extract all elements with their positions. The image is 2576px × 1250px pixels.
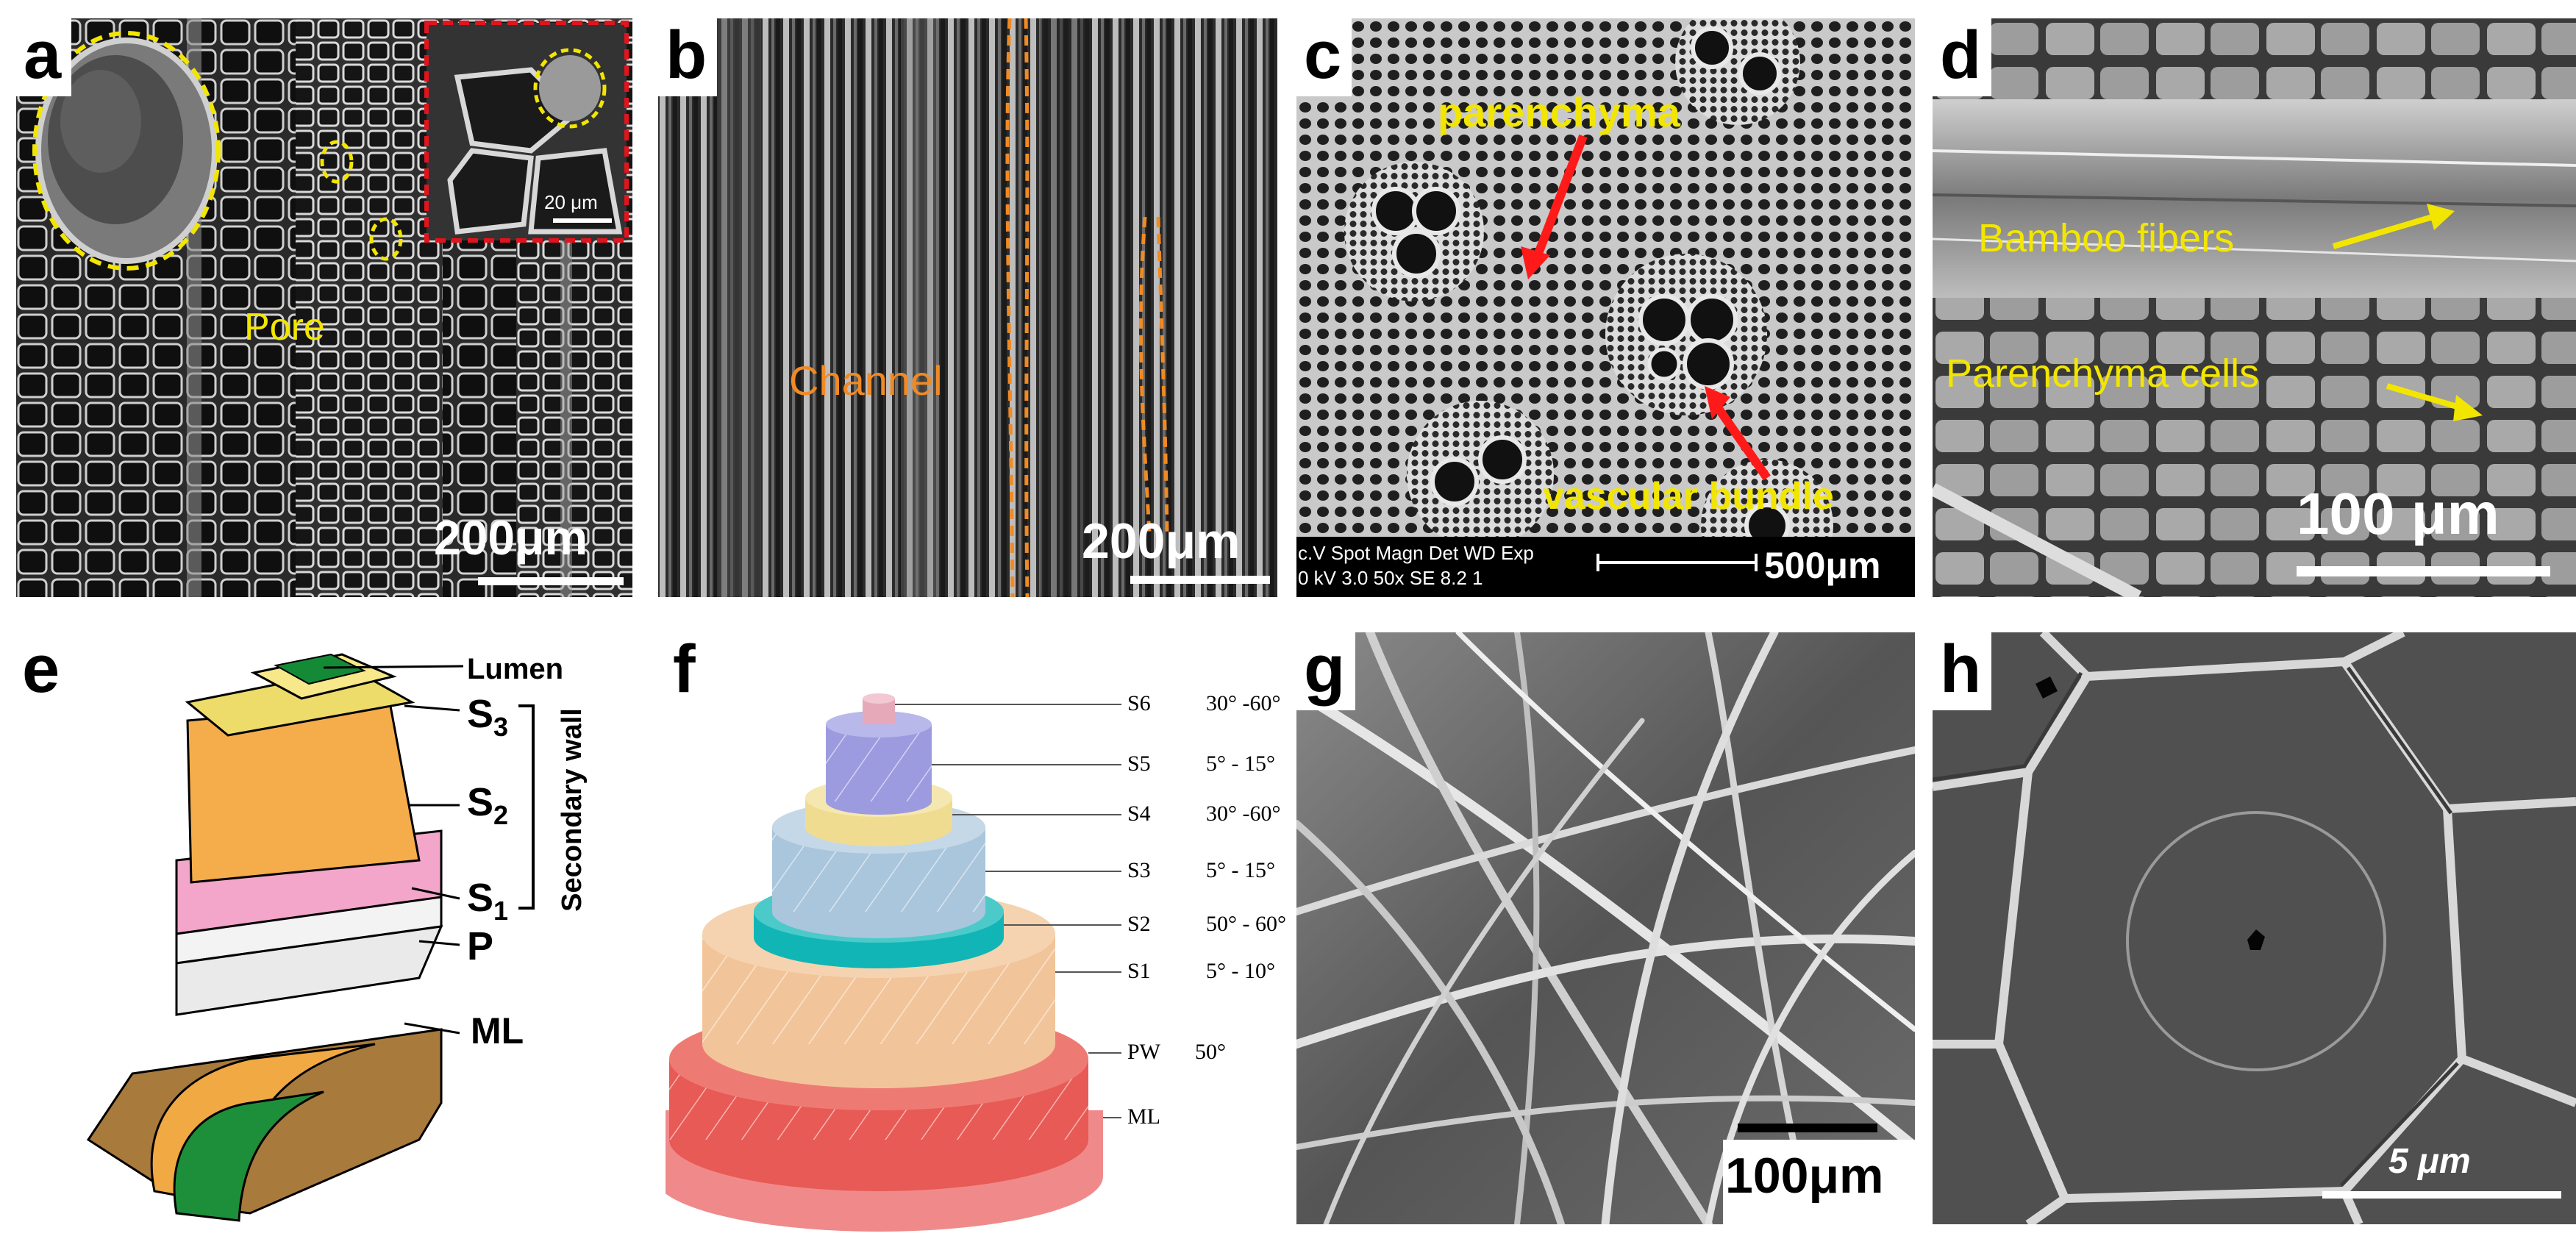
panel-g: g 100μm xyxy=(1296,632,1915,1224)
panel-c-sem-image xyxy=(1296,18,1915,597)
panel-c-label: c xyxy=(1296,18,1352,96)
panel-a-label: a xyxy=(16,18,72,96)
layer-s3-name: S3 xyxy=(1127,858,1151,882)
panel-d-sem-image xyxy=(1933,18,2576,597)
panel-h-label: h xyxy=(1933,632,1992,710)
panel-d-label: d xyxy=(1933,18,1992,96)
secondary-wall-label: Secondary wall xyxy=(556,708,588,912)
vascular-bundle-label: vascular bundle xyxy=(1543,475,1834,518)
layer-ml-name: ML xyxy=(1127,1104,1160,1129)
sem-meta-line-2: 0 kV 3.0 50x SE 8.2 1 xyxy=(1298,567,1483,589)
inset-scale-text: 20 μm xyxy=(544,191,598,213)
p-label: P xyxy=(467,924,494,968)
panel-h: h 5 μm xyxy=(1933,632,2576,1224)
panel-c: c parenchyma vascular bundle c.V Spot Ma… xyxy=(1296,18,1915,597)
parenchyma-label: parenchyma xyxy=(1438,89,1680,135)
layer-s4-name: S4 xyxy=(1127,801,1151,826)
fiber-wall-diagram xyxy=(86,653,535,1222)
s1-sub: 1 xyxy=(493,895,509,926)
layer-s5-angle: 5° - 15° xyxy=(1206,751,1275,776)
panel-a-sem-image xyxy=(16,18,632,597)
s2-label: S2 xyxy=(467,779,508,831)
panel-e-label: e xyxy=(15,632,71,710)
panel-d-scale-text: 100 μm xyxy=(2297,481,2500,546)
panel-c-scale-text: 500μm xyxy=(1764,545,1881,586)
layer-s6-name: S6 xyxy=(1127,691,1151,715)
panel-f-label: f xyxy=(666,632,706,710)
panel-b-sem-image xyxy=(658,18,1277,597)
s3-letter: S xyxy=(467,692,494,736)
pore-label: Pore xyxy=(244,306,325,349)
panel-a: a Pore 20 μm 200μm xyxy=(16,18,632,597)
s1-label: S1 xyxy=(467,875,508,926)
s2-letter: S xyxy=(467,780,494,824)
s2-sub: 2 xyxy=(493,799,509,830)
panel-b-scale-text: 200μm xyxy=(1082,513,1241,569)
layer-s6-angle: 30° -60° xyxy=(1206,691,1281,715)
panel-g-scale-text: 100μm xyxy=(1725,1148,1884,1204)
layer-s1-name: S1 xyxy=(1127,959,1151,983)
panel-h-scale-text: 5 μm xyxy=(2388,1142,2471,1181)
ml-label: ML xyxy=(471,1010,524,1051)
panel-g-sem-image xyxy=(1296,632,1915,1224)
layer-s2-name: S2 xyxy=(1127,912,1151,936)
layer-s2-angle: 50° - 60° xyxy=(1206,912,1286,936)
layer-pw-name: PW xyxy=(1127,1040,1160,1064)
cell-wall-layers-diagram xyxy=(666,693,1121,1232)
panel-b-label: b xyxy=(658,18,718,96)
layer-pw-angle: 50° xyxy=(1195,1040,1226,1064)
channel-label: Channel xyxy=(789,357,943,404)
panel-f: f S6 30° -60° S5 5° - 15° S4 30° -60° S3… xyxy=(666,632,1313,1235)
panel-h-sem-image xyxy=(1933,632,2576,1224)
s3-sub: 3 xyxy=(493,711,509,742)
s3-label: S3 xyxy=(467,691,508,743)
bamboo-fibers-label: Bamboo fibers xyxy=(1978,216,2235,260)
layer-s1-angle: 5° - 10° xyxy=(1206,959,1275,983)
sem-meta-line-1: c.V Spot Magn Det WD Exp xyxy=(1298,542,1534,564)
layer-s4-angle: 30° -60° xyxy=(1206,801,1281,826)
layer-s3-angle: 5° - 15° xyxy=(1206,858,1275,882)
panel-e: e Lumen S3 S2 S1 P ML Secondary wall xyxy=(7,632,640,1235)
parenchyma-cells-label: Parenchyma cells xyxy=(1946,351,2260,396)
panel-a-scale-text: 200μm xyxy=(434,510,588,565)
lumen-label: Lumen xyxy=(467,653,564,685)
panel-d: d Bamboo fibers Parenchyma cells 100 μm xyxy=(1933,18,2576,597)
s1-letter: S xyxy=(467,876,494,920)
panel-g-label: g xyxy=(1296,632,1356,710)
layer-s5-name: S5 xyxy=(1127,751,1151,776)
panel-b: b Channel 200μm xyxy=(658,18,1277,597)
